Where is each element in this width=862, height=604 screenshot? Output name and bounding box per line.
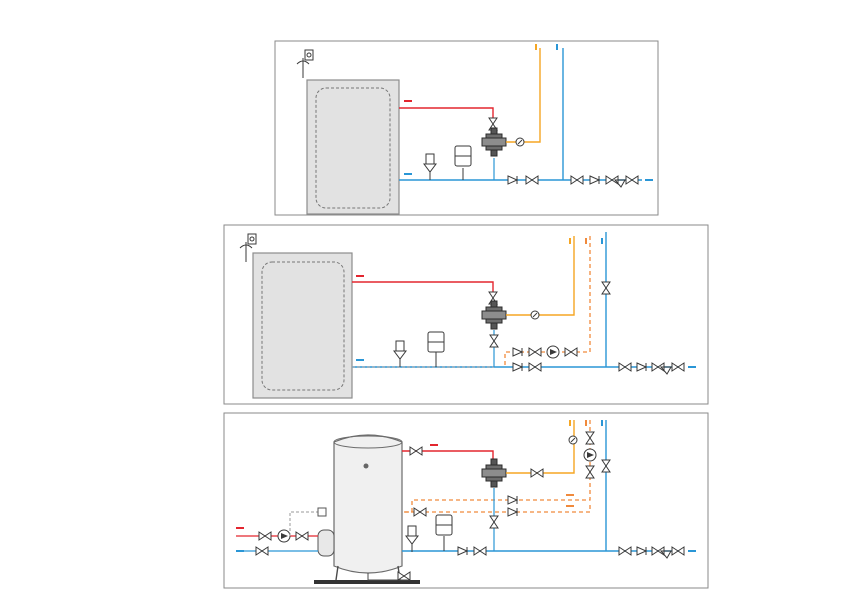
panel-3-pump-icon xyxy=(277,529,291,543)
panel-1 xyxy=(274,40,659,216)
panel-1-hot-line xyxy=(399,107,494,122)
panel-2-tank xyxy=(252,252,353,399)
panel-2 xyxy=(223,224,709,405)
panel-3 xyxy=(223,412,709,589)
panel-3-cylinder-tank xyxy=(333,434,403,574)
panel-2-tank-inner xyxy=(261,261,345,391)
panel-3-expansion-tank-icon xyxy=(435,514,453,536)
panel-2-expansion-tank-icon xyxy=(427,331,445,353)
panel-3-sensor-icon xyxy=(317,507,327,517)
panel-2-gauge-icon xyxy=(530,310,540,320)
panel-3-thermometer-icon xyxy=(363,463,369,469)
panel-3-heat-exchanger xyxy=(317,529,335,557)
panel-3-control-line xyxy=(289,511,326,536)
panel-3-recirc-return-arrow-icon xyxy=(566,494,574,507)
panel-1-gauge-icon xyxy=(515,137,525,147)
panel-3-recirc-line xyxy=(402,420,591,513)
panel-1-tank-inner xyxy=(315,87,391,209)
panel-3-pump-icon xyxy=(583,448,597,462)
panel-2-pump-icon xyxy=(546,345,560,359)
panel-1-tank xyxy=(306,79,400,215)
panel-2-recirc-line xyxy=(504,236,591,367)
panel-1-expansion-tank-icon xyxy=(454,145,472,167)
panel-3-base xyxy=(314,580,420,584)
panel-2-mixed-line xyxy=(506,236,575,316)
panel-3-gauge-icon xyxy=(568,435,578,445)
panel-2-hot-line xyxy=(352,281,494,296)
